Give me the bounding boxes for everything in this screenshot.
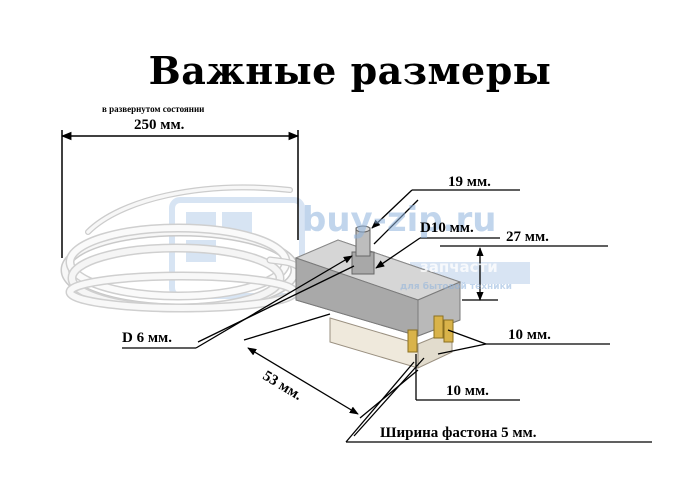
knob-base-diameter-label: D10 мм.: [420, 220, 474, 236]
knob-base-diameter-dimension: [375, 237, 500, 269]
terminal-spacing-a-dimension: [437, 329, 610, 355]
body-height-dimension: [440, 245, 608, 301]
watermark-brand: buy-zip.ru: [302, 200, 497, 240]
watermark-line2: для бытовой техники: [400, 282, 512, 292]
knob-height-dimension: [371, 189, 520, 245]
body-length-dimension: [243, 313, 419, 419]
shaft-diameter-dimension: [122, 255, 355, 349]
body-height-label: 27 мм.: [506, 229, 549, 245]
terminal-spacing-a-label: 10 мм.: [508, 327, 551, 343]
terminal-spacing-b-dimension: [415, 354, 520, 401]
thermostat-body: [294, 239, 462, 369]
terminal-width-label: Ширина фастона 5 мм.: [380, 425, 537, 441]
knob-height-label: 19 мм.: [448, 174, 491, 190]
page-title: Важные размеры: [148, 48, 552, 93]
unrolled-note: в развернутом состоянии: [102, 104, 205, 114]
terminal-spacing-b-label: 10 мм.: [446, 383, 489, 399]
terminal-width-dimension: [345, 357, 652, 443]
cable-length-dimension: [60, 130, 300, 258]
watermark-line1: запчасти: [420, 258, 498, 276]
shaft-diameter-label: D 6 мм.: [122, 330, 173, 346]
cable-length-label: 250 мм.: [134, 117, 185, 133]
capillary-coil: [60, 184, 304, 313]
thermostat-shaft: [351, 225, 375, 275]
